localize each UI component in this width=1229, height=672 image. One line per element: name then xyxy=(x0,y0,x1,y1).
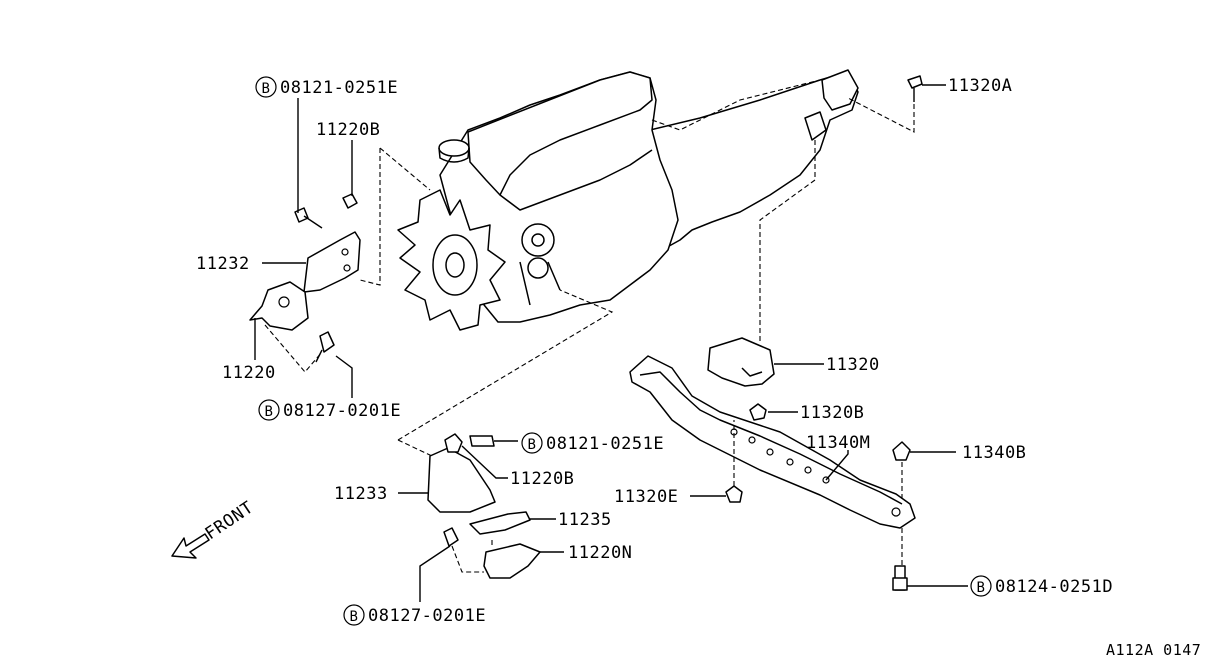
diagram-id: A112A 0147 xyxy=(1106,641,1201,659)
label-11320A: 11320A xyxy=(948,76,1012,96)
label-11340M: 11340M xyxy=(806,433,870,453)
label-08127-0201E-mid: 08127-0201E xyxy=(283,401,401,421)
label-11320E: 11320E xyxy=(614,487,678,507)
lower-mount-group xyxy=(397,289,614,602)
bolt-badge-08121-top: B 08121-0251E xyxy=(255,76,398,98)
label-08121-0251E-top: 08121-0251E xyxy=(280,78,398,98)
bolt-badge-letter: B xyxy=(528,437,537,453)
label-11320: 11320 xyxy=(826,355,880,375)
label-11340B: 11340B xyxy=(962,443,1026,463)
bolt-badge-letter: B xyxy=(265,404,274,420)
label-11233: 11233 xyxy=(334,484,388,504)
engine-mount-insulator-11220 xyxy=(249,281,309,331)
label-08121-0251E-mid: 08121-0251E xyxy=(546,434,664,454)
mount-bracket-11233 xyxy=(427,447,496,513)
front-label: FRONT xyxy=(202,498,258,545)
label-11220B-top: 11220B xyxy=(316,120,380,140)
label-11220B-mid: 11220B xyxy=(510,469,574,489)
label-08127-0201E-bottom: 08127-0201E xyxy=(368,606,486,626)
bolt-badge-letter: B xyxy=(350,609,359,625)
insulator-11220N xyxy=(483,543,541,579)
left-mount-group xyxy=(249,98,431,398)
engine-mount-bracket-11232 xyxy=(303,231,361,293)
label-11232: 11232 xyxy=(196,254,250,274)
rear-mount-group xyxy=(629,75,968,591)
bolt-badge-08127-mid: B 08127-0201E xyxy=(258,399,401,421)
label-11235: 11235 xyxy=(558,510,612,530)
label-11320B: 11320B xyxy=(800,403,864,423)
rear-insulator-11320 xyxy=(707,337,775,387)
front-arrow-icon xyxy=(171,533,210,559)
bolt-badge-08124-right: B 08124-0251D xyxy=(970,575,1113,597)
label-11220N: 11220N xyxy=(568,543,632,563)
spacer-11235 xyxy=(469,511,531,535)
bolt-badge-08127-bottom: B 08127-0201E xyxy=(343,604,486,626)
label-08124-0251D: 08124-0251D xyxy=(995,577,1113,597)
label-11220: 11220 xyxy=(222,363,276,383)
bolt-badge-letter: B xyxy=(977,580,986,596)
bolt-badge-letter: B xyxy=(262,81,271,97)
bolt-badge-08121-mid: B 08121-0251E xyxy=(521,432,664,454)
front-direction-indicator: FRONT xyxy=(171,498,258,559)
engine-assembly-drawing xyxy=(397,69,859,331)
engine-fan xyxy=(397,189,506,331)
